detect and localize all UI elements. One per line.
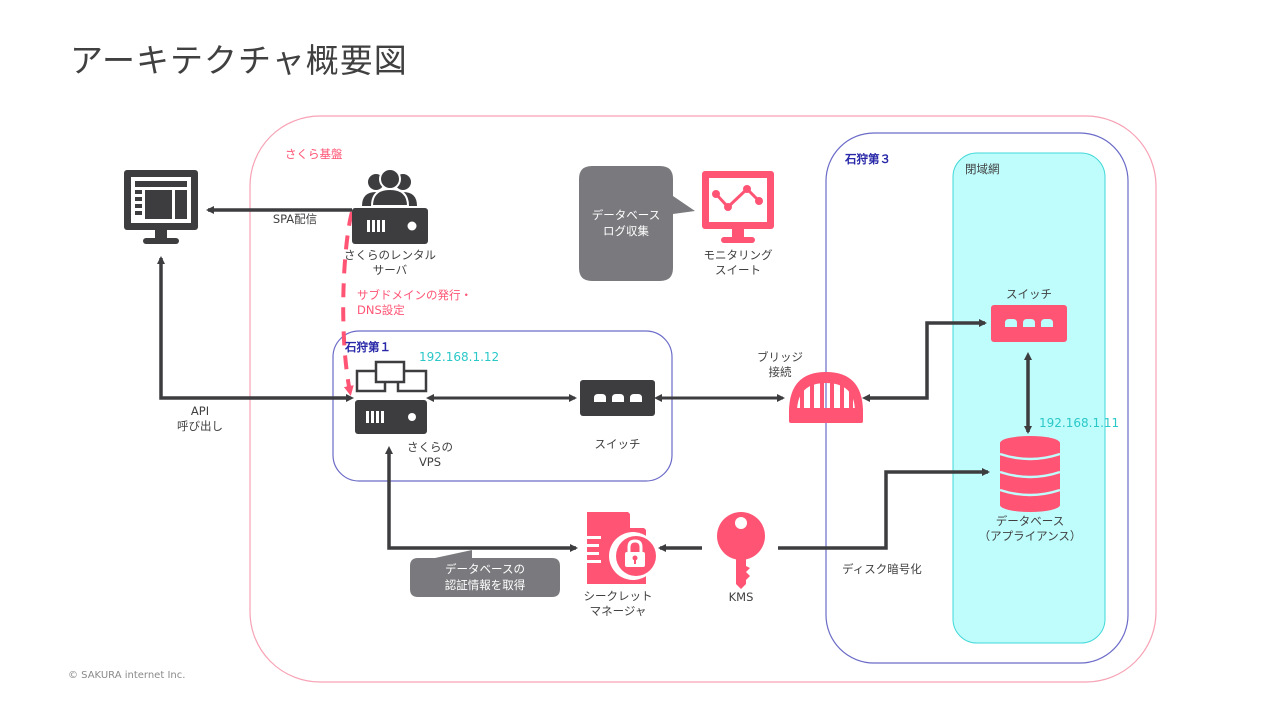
- rental-server-label-line1: さくらのレンタル: [344, 248, 436, 262]
- key-icon: [717, 512, 765, 589]
- edge-label-subdomain: サブドメインの発行・ DNS設定: [357, 288, 472, 318]
- edge-label-disk-encryption: ディスク暗号化: [842, 562, 922, 576]
- secret-manager-label-line2: マネージャ: [589, 604, 647, 618]
- bridge-label: ブリッジ 接続: [755, 350, 805, 380]
- edge-bridge-closed-switch: [862, 319, 987, 402]
- database-label-line1: データベース: [995, 514, 1065, 528]
- zone-label-sakura-platform: さくら基盤: [285, 147, 343, 161]
- edge-label-api: API 呼び出し: [165, 404, 235, 434]
- switch-3-label: スイッチ: [1006, 287, 1052, 301]
- monitoring-label: モニタリング スイート: [692, 248, 784, 278]
- rental-server-label: さくらのレンタル サーバ: [340, 248, 440, 278]
- monitoring-label-line2: スイート: [715, 263, 761, 277]
- secret-manager-label: シークレット マネージャ: [570, 589, 666, 619]
- credentials-callout: [410, 550, 560, 597]
- vps-label-line1: さくらの: [407, 440, 453, 454]
- edge-label-subdomain-line2: DNS設定: [357, 303, 405, 317]
- database-ip-address: 192.168.1.11: [1039, 416, 1120, 430]
- kms-label: KMS: [728, 590, 754, 604]
- secret-document-lock-icon: [587, 512, 657, 584]
- zone-label-ishikari-3: 石狩第３: [845, 152, 891, 166]
- edge-label-api-line1: API: [190, 404, 210, 418]
- vps-label: さくらの VPS: [395, 440, 465, 470]
- edge-label-api-line2: 呼び出し: [177, 419, 223, 433]
- edge-vps-secret-manager: [385, 446, 578, 552]
- edge-api-call: [157, 256, 354, 402]
- server-network-icon: [355, 360, 428, 434]
- database-label-line2: （アプライアンス）: [978, 529, 1082, 543]
- edge-label-spa: SPA配信: [272, 212, 318, 226]
- users-server-icon: [352, 168, 428, 244]
- log-collection-line1: データベース: [591, 208, 661, 222]
- edge-subdomain-dns: [341, 211, 354, 396]
- credentials-callout-text: データベースの 認証情報を取得: [410, 561, 560, 593]
- vps-ip-address: 192.168.1.12: [419, 350, 500, 364]
- monitor-chart-icon: [702, 171, 774, 243]
- bridge-label-line1: ブリッジ: [757, 350, 803, 364]
- bridge-icon: [789, 372, 863, 423]
- page-title: アーキテクチャ概要図: [70, 41, 408, 80]
- zone-ishikari-3: [825, 132, 1129, 664]
- log-collection-callout-text: データベース ログ収集: [580, 207, 672, 239]
- copyright-notice: © SAKURA internet Inc.: [68, 670, 186, 681]
- log-collection-line2: ログ収集: [603, 224, 649, 238]
- rental-server-label-line2: サーバ: [372, 263, 408, 277]
- database-label: データベース （アプライアンス）: [970, 514, 1090, 544]
- switch-1-label: スイッチ: [594, 437, 641, 451]
- log-collection-callout: [579, 166, 695, 281]
- credentials-line1: データベースの: [445, 562, 525, 576]
- secret-manager-label-line1: シークレット: [583, 589, 653, 603]
- vps-label-line2: VPS: [418, 455, 442, 469]
- edge-kms-database: [778, 468, 990, 550]
- switch-icon: [580, 380, 655, 416]
- database-icon: [999, 436, 1061, 512]
- zone-label-closed-network: 閉域網: [965, 162, 1000, 176]
- closed-switch-icon: [991, 305, 1067, 342]
- edge-label-subdomain-line1: サブドメインの発行・: [357, 288, 472, 302]
- zone-label-ishikari-1: 石狩第１: [345, 340, 391, 354]
- browser-monitor-icon: [124, 170, 198, 244]
- monitoring-label-line1: モニタリング: [703, 248, 773, 262]
- credentials-line2: 認証情報を取得: [444, 578, 526, 592]
- bridge-label-line2: 接続: [768, 365, 792, 379]
